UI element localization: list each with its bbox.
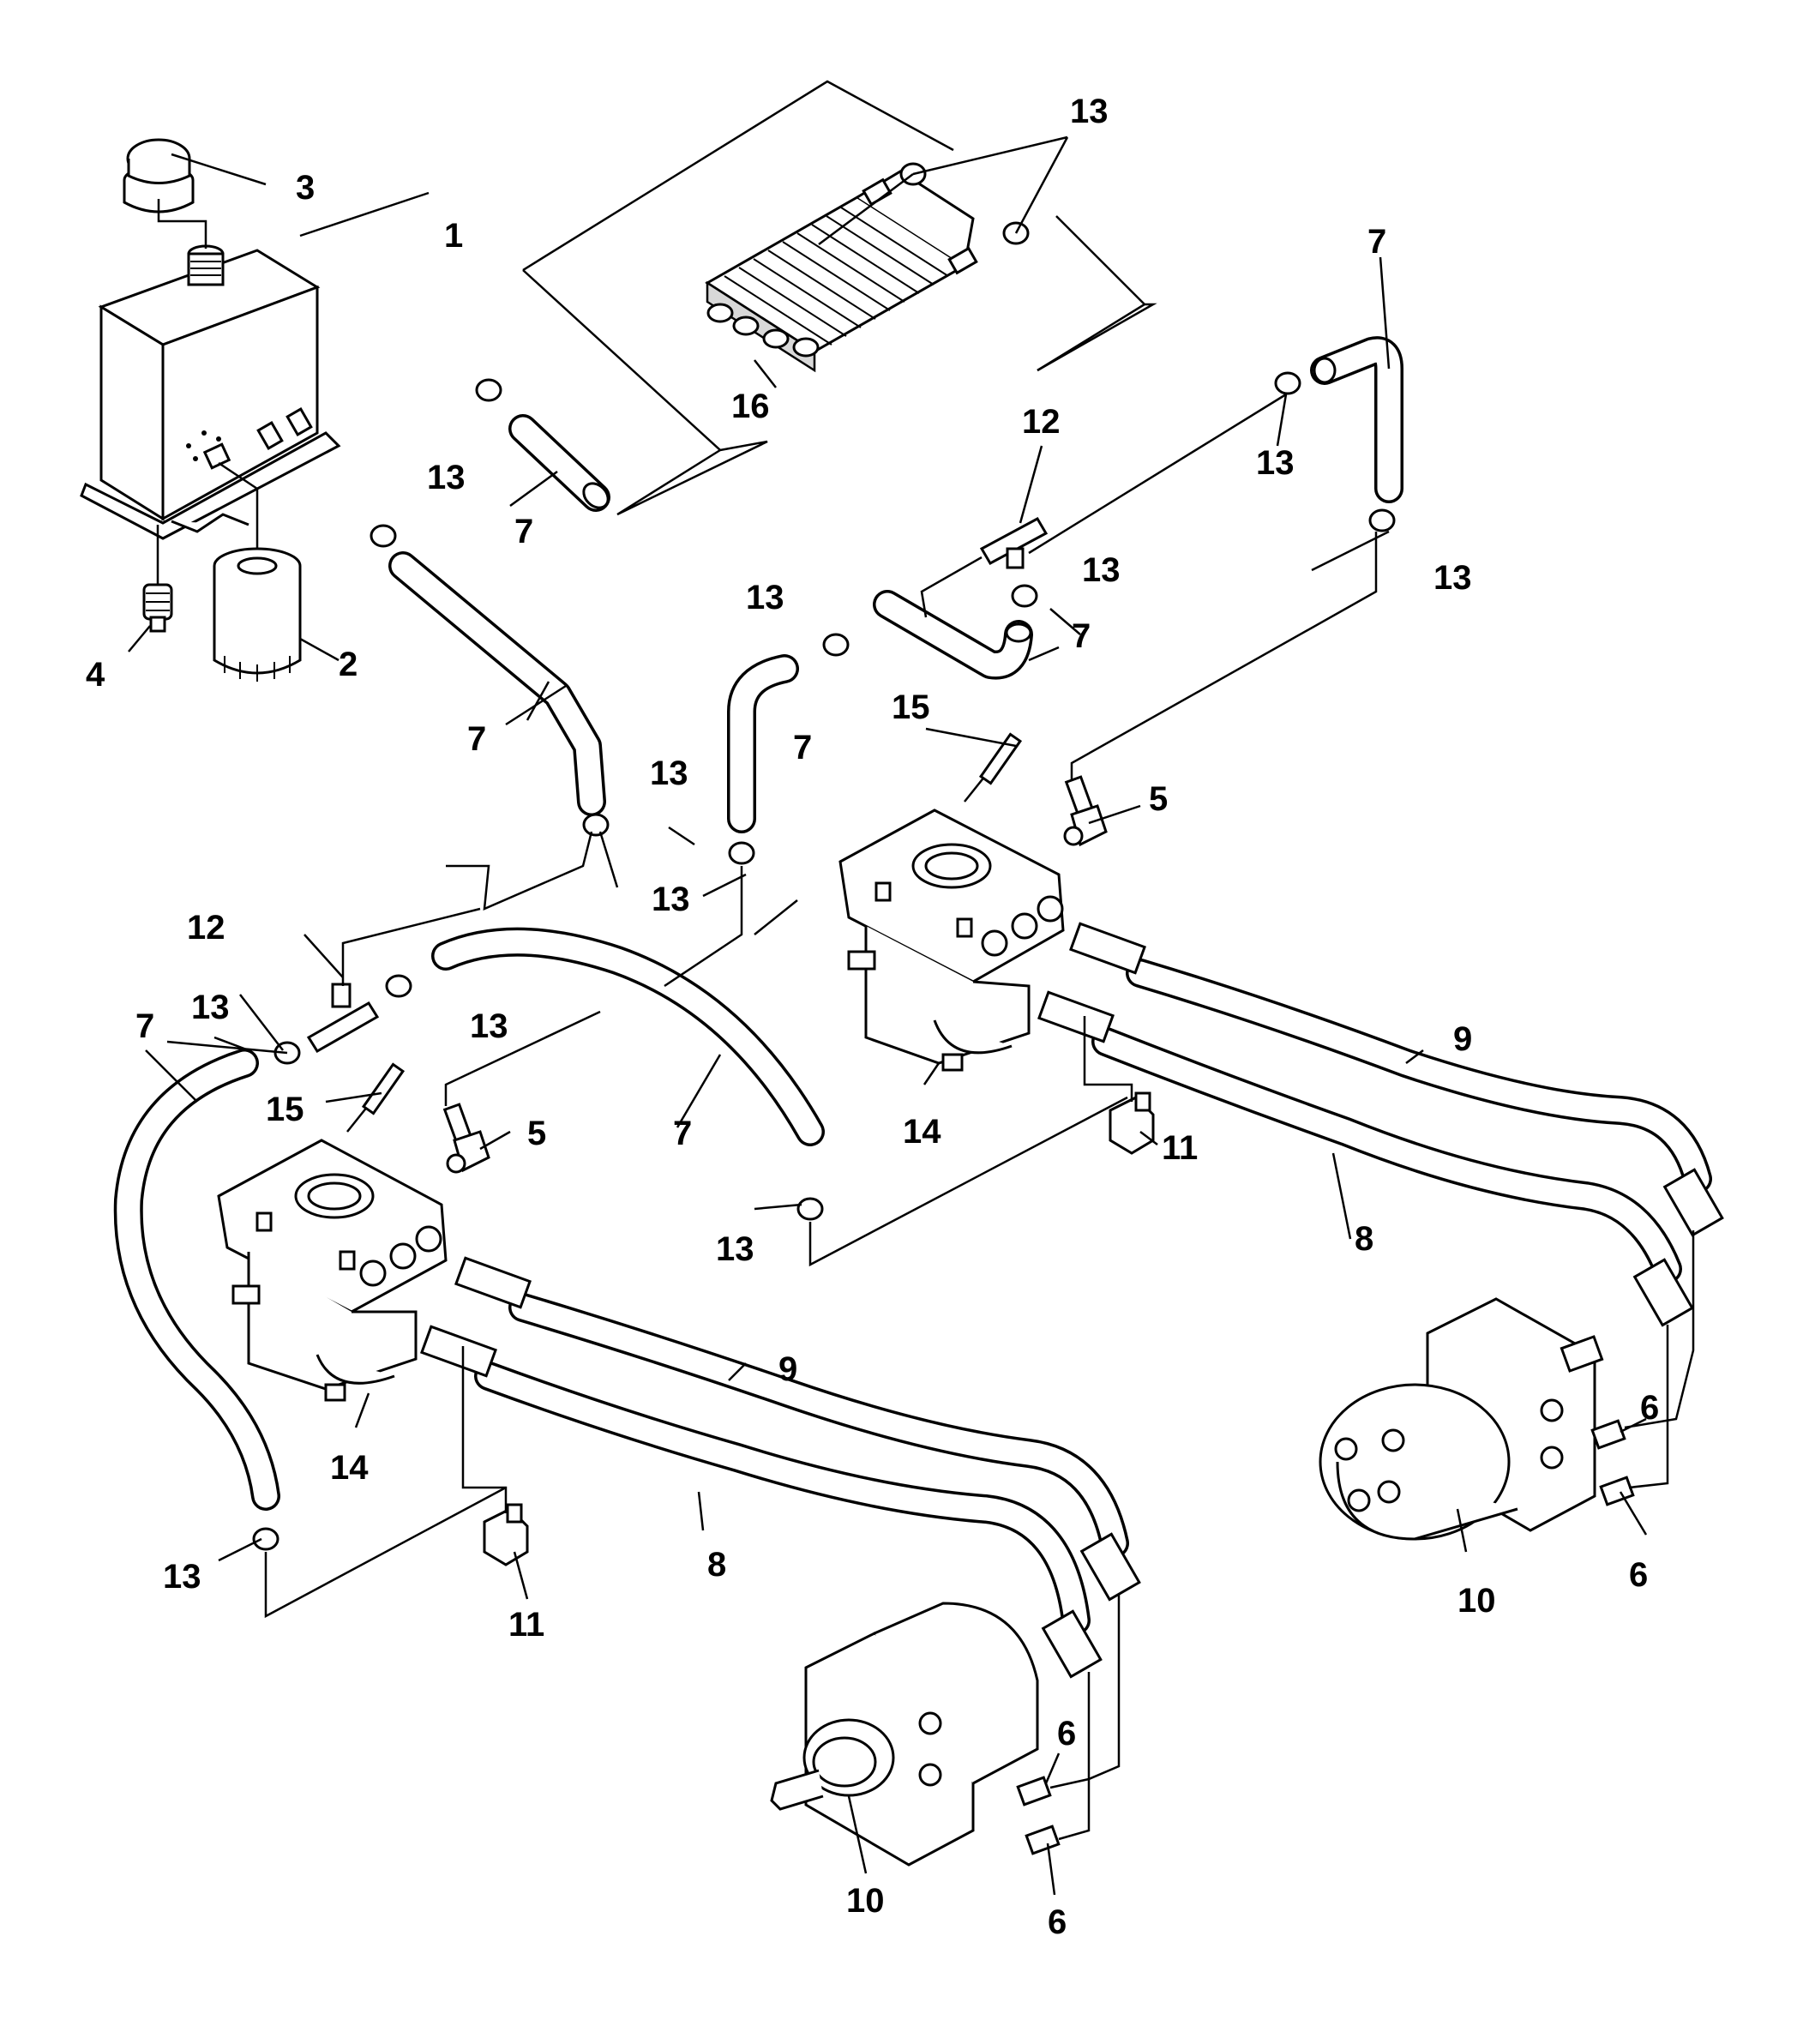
callout-7-d: 7 <box>1072 617 1091 655</box>
elbow-fitting-11-lower <box>461 1346 529 1566</box>
motor-right <box>1319 1297 1604 1541</box>
callout-14-upper: 14 <box>903 1113 941 1151</box>
callout-6-a: 6 <box>1640 1389 1659 1427</box>
filler-cap <box>123 138 207 249</box>
callout-7-c: 7 <box>793 729 812 766</box>
callout-5-lower: 5 <box>527 1115 546 1152</box>
callout-9-lower: 9 <box>778 1350 797 1388</box>
callout-7-b: 7 <box>467 720 486 758</box>
callout-11-lower: 11 <box>508 1606 544 1644</box>
elbow-fitting-upper <box>1063 775 1108 847</box>
callout-13-f: 13 <box>746 579 784 616</box>
fittings-6 <box>1016 1230 1695 1855</box>
callout-8-lower: 8 <box>707 1546 726 1584</box>
callout-13-a: 13 <box>1070 93 1109 130</box>
callout-16: 16 <box>731 388 770 425</box>
callout-14-lower: 14 <box>330 1449 369 1487</box>
callout-13-i: 13 <box>191 989 230 1026</box>
callout-6-b: 6 <box>1629 1556 1648 1594</box>
motor-left <box>770 1602 1039 1867</box>
callout-4: 4 <box>86 656 105 694</box>
callout-10-left: 10 <box>846 1882 885 1920</box>
oil-cooler <box>522 80 1157 516</box>
tee-fitting-lower <box>306 983 380 1054</box>
hoses-8-9 <box>420 922 1724 1679</box>
callout-7-a: 7 <box>514 513 533 550</box>
callout-3: 3 <box>296 169 315 207</box>
callout-13-c: 13 <box>1256 444 1295 482</box>
callout-12-lower: 12 <box>187 909 225 947</box>
oil-filter <box>213 461 302 682</box>
callout-7-f: 7 <box>673 1115 692 1152</box>
callout-13-d: 13 <box>1433 559 1472 597</box>
pump-lower <box>217 1062 448 1402</box>
tee-fitting-upper <box>920 516 1049 618</box>
callout-11-upper: 11 <box>1162 1129 1198 1167</box>
hoses-7 <box>113 336 1403 1511</box>
callout-13-h: 13 <box>652 881 690 918</box>
callout-12-upper: 12 <box>1022 403 1061 441</box>
pump-upper <box>838 732 1065 1072</box>
elbow-fitting-lower <box>442 1103 490 1174</box>
callout-6-c: 6 <box>1057 1715 1076 1752</box>
callout-13-e: 13 <box>1082 551 1121 589</box>
callout-10-right: 10 <box>1457 1582 1496 1620</box>
callout-7-e: 7 <box>1367 223 1386 261</box>
drain-fitting <box>142 525 173 633</box>
callout-15-upper: 15 <box>892 688 930 726</box>
callout-13-b: 13 <box>427 459 466 496</box>
callout-15-lower: 15 <box>266 1091 304 1128</box>
callout-labels: 1 2 3 4 5 5 6 6 6 6 7 7 7 7 7 7 7 7 8 8 … <box>86 93 1659 1941</box>
callout-9-upper: 9 <box>1453 1020 1472 1058</box>
callout-6-d: 6 <box>1048 1903 1067 1941</box>
reservoir-tank <box>80 244 341 540</box>
callout-13-j: 13 <box>470 1007 508 1045</box>
callout-13-g: 13 <box>650 754 688 792</box>
leader-lines <box>128 135 1648 1896</box>
callout-8-upper: 8 <box>1355 1220 1373 1258</box>
callout-5-upper: 5 <box>1149 780 1168 818</box>
callout-1: 1 <box>444 217 463 255</box>
callout-7-g: 7 <box>135 1007 154 1045</box>
callout-13-l: 13 <box>163 1558 201 1596</box>
callout-13-k: 13 <box>716 1230 754 1268</box>
callout-2: 2 <box>339 646 358 683</box>
